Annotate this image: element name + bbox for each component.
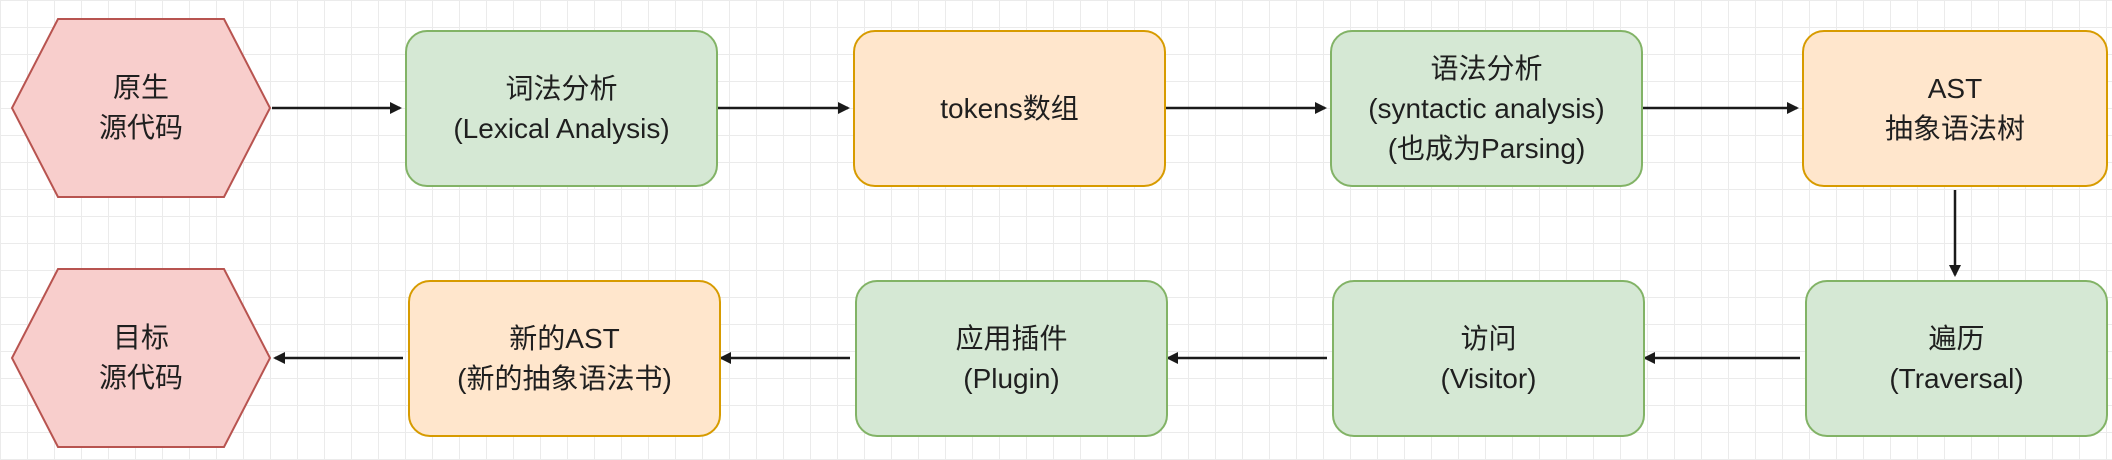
visitor-node: 访问 (Visitor) <box>1332 280 1645 437</box>
syntactic-analysis-label-line1: 语法分析 <box>1430 52 1543 84</box>
ast-node: AST 抽象语法树 <box>1802 30 2108 187</box>
syntactic-analysis-node: 语法分析 (syntactic analysis) (也成为Parsing) <box>1330 30 1643 187</box>
traversal-label-line1: 遍历 <box>1928 322 1985 354</box>
new-ast-node: 新的AST (新的抽象语法书) <box>408 280 721 437</box>
target-code-label-line1: 目标 <box>112 322 169 353</box>
target-code-label-line2: 源代码 <box>98 362 183 393</box>
hexagon-shape <box>10 268 272 448</box>
tokens-array-label: tokens数组 <box>940 92 1079 124</box>
lexical-analysis-node: 词法分析 (Lexical Analysis) <box>405 30 718 187</box>
visitor-label-line2: (Visitor) <box>1440 362 1537 394</box>
source-code-label-line1: 原生 <box>112 72 169 103</box>
hexagon-shape <box>10 18 272 198</box>
syntactic-analysis-label-line3: (也成为Parsing) <box>1387 132 1586 164</box>
visitor-label-line1: 访问 <box>1460 322 1517 354</box>
new-ast-label-line1: 新的AST <box>509 322 620 354</box>
lexical-analysis-label-line1: 词法分析 <box>505 72 618 104</box>
plugin-label-line2: (Plugin) <box>963 362 1060 394</box>
traversal-label-line2: (Traversal) <box>1889 362 2024 394</box>
ast-label-line2: 抽象语法树 <box>1884 112 2025 144</box>
ast-label-line1: AST <box>1927 72 1983 104</box>
plugin-node: 应用插件 (Plugin) <box>855 280 1168 437</box>
source-code-label-line2: 源代码 <box>98 112 183 143</box>
source-code-node: 原生 源代码 <box>10 17 272 199</box>
tokens-array-node: tokens数组 <box>853 30 1166 187</box>
lexical-analysis-label-line2: (Lexical Analysis) <box>453 112 670 144</box>
plugin-label-line1: 应用插件 <box>955 322 1068 354</box>
traversal-node: 遍历 (Traversal) <box>1805 280 2108 437</box>
target-code-node: 目标 源代码 <box>10 267 272 449</box>
syntactic-analysis-label-line2: (syntactic analysis) <box>1368 92 1605 124</box>
new-ast-label-line2: (新的抽象语法书) <box>457 362 672 394</box>
